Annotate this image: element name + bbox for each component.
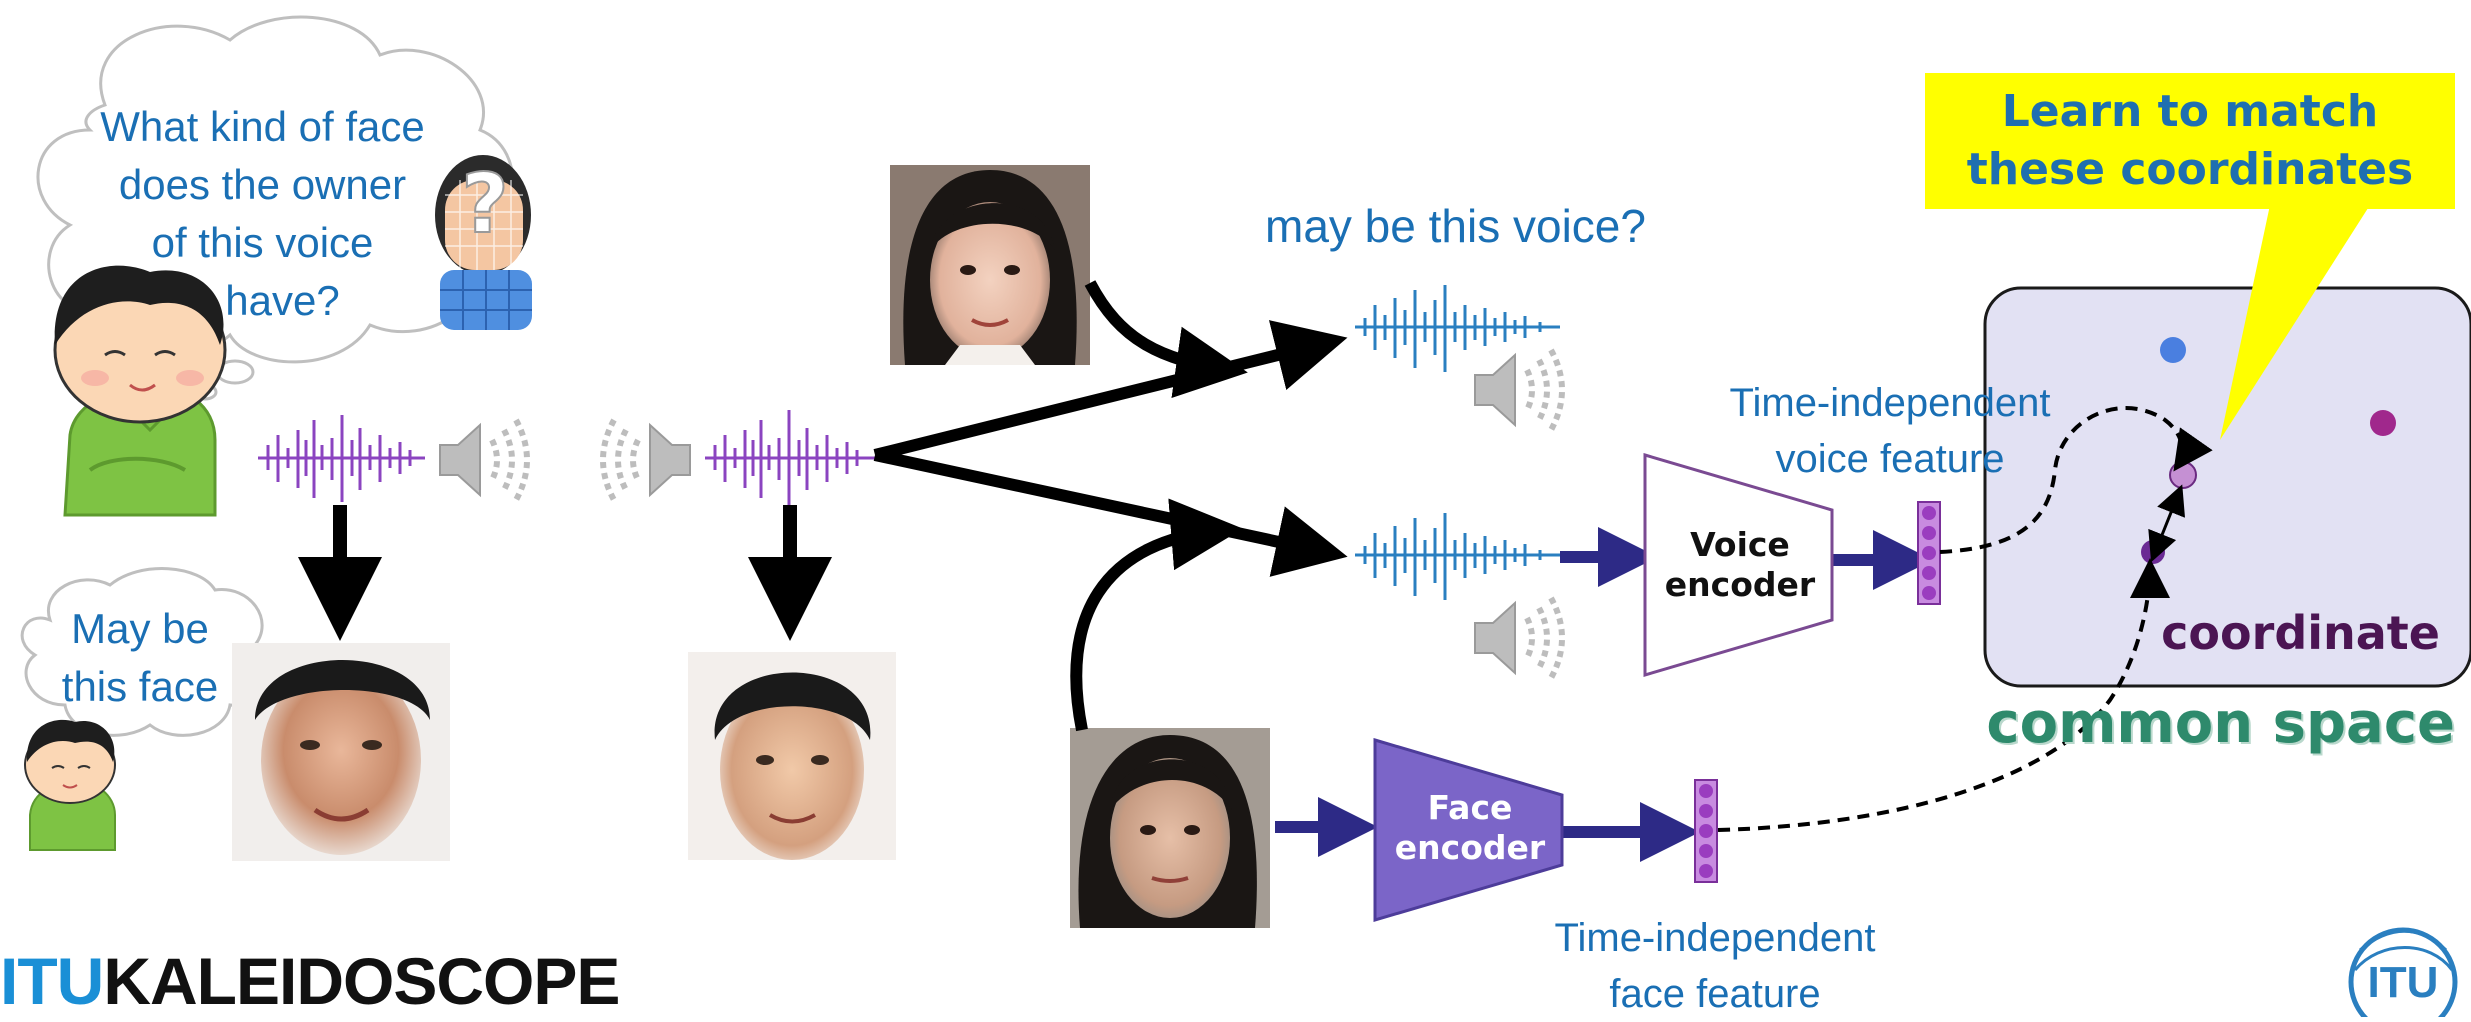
voice-feature-dashed-path bbox=[1939, 406, 2213, 554]
curved-arrow-from-face-a bbox=[1084, 280, 1248, 398]
female-face-image bbox=[1070, 728, 1270, 928]
logo-name: KALEIDOSCOPE bbox=[103, 944, 620, 1018]
logo-prefix: ITU bbox=[0, 944, 104, 1018]
itu-corner-logo-text: ITU bbox=[2367, 958, 2439, 1007]
common-space-box bbox=[1983, 286, 2471, 688]
callout-line: these coordinates bbox=[1966, 144, 2414, 195]
curved-arrow-from-face-b bbox=[1070, 498, 1243, 732]
face-feature-label: Time-independent face feature bbox=[1525, 910, 1905, 1022]
common-space-label: common space bbox=[1986, 691, 2455, 756]
waveform-icon bbox=[258, 415, 425, 502]
bubble-line: of this voice bbox=[151, 219, 374, 266]
purple-point bbox=[2370, 410, 2396, 436]
itu-corner-logo-icon bbox=[2348, 927, 2458, 1017]
question-mark: ? bbox=[460, 157, 510, 252]
match-double-arrow bbox=[2148, 484, 2186, 563]
speaker-icon bbox=[1474, 596, 1565, 680]
voice-encoder-label: Voice encoder bbox=[1655, 525, 1825, 605]
bubble-line: have? bbox=[225, 277, 340, 324]
face-feature-dashed-path bbox=[1717, 558, 2170, 832]
bubble-line: What kind of face bbox=[100, 103, 425, 150]
face-encoder-label: Face encoder bbox=[1385, 788, 1555, 868]
voice-encoder-block bbox=[1643, 452, 1834, 678]
coordinate-label: coordinate bbox=[2161, 606, 2440, 660]
waveform-icon bbox=[1355, 285, 1560, 372]
encoder-line: encoder bbox=[1664, 565, 1816, 604]
bubble-line: May be bbox=[71, 605, 209, 652]
feature-line: voice feature bbox=[1775, 437, 2005, 481]
encoder-line: Face bbox=[1427, 788, 1513, 827]
encoder-line: Voice bbox=[1690, 525, 1790, 564]
feature-vector-icon bbox=[1694, 779, 1718, 883]
feature-line: face feature bbox=[1609, 972, 1821, 1016]
speaking-person-icon bbox=[53, 265, 227, 517]
female-face-image bbox=[890, 165, 1090, 365]
bubble-line: this face bbox=[61, 663, 219, 710]
voice-point bbox=[2169, 461, 2197, 489]
callout-pointer bbox=[2220, 205, 2370, 440]
voice-question-text: may be this voice? bbox=[1265, 200, 1646, 252]
feature-line: Time-independent bbox=[1729, 381, 2051, 425]
arrow-to-voice-a bbox=[873, 320, 1348, 461]
feature-vector-icon bbox=[1917, 501, 1941, 605]
itu-kaleidoscope-logo: ITUKALEIDOSCOPE bbox=[0, 944, 620, 1018]
waveform-icon bbox=[1355, 513, 1560, 600]
encoder-line: encoder bbox=[1394, 828, 1546, 867]
speaker-icon bbox=[1474, 348, 1565, 432]
arrow-to-voice-b bbox=[873, 449, 1348, 577]
bubble-line: does the owner bbox=[118, 161, 407, 208]
question-bubble-text: What kind of face does the owner of this… bbox=[80, 98, 445, 330]
speaker-icon bbox=[439, 418, 530, 502]
generated-face-image bbox=[232, 643, 450, 861]
pixelated-person-icon bbox=[435, 155, 532, 330]
answer-bubble-text: May be this face bbox=[40, 600, 240, 716]
callout-line: Learn to match bbox=[2001, 86, 2379, 137]
generated-face-image bbox=[688, 652, 896, 860]
voice-feature-label: Time-independent voice feature bbox=[1700, 375, 2080, 487]
feature-line: Time-independent bbox=[1554, 916, 1876, 960]
face-encoder-block bbox=[1373, 737, 1564, 923]
speaker-icon bbox=[600, 418, 691, 502]
small-person-icon bbox=[24, 719, 116, 851]
blue-point bbox=[2160, 337, 2186, 363]
callout-box: Learn to match these coordinates bbox=[1925, 73, 2455, 209]
waveform-icon bbox=[705, 410, 875, 506]
face-point bbox=[2141, 540, 2165, 564]
